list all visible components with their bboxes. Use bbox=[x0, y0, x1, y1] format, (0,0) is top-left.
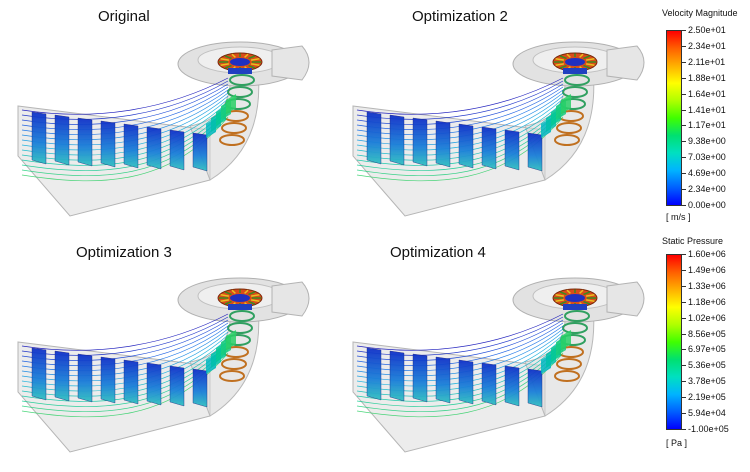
panel-title: Optimization 2 bbox=[412, 8, 508, 25]
tick-label: 1.64e+01 bbox=[688, 88, 726, 99]
panel-optimization-3: Optimization 3 bbox=[0, 236, 320, 468]
tick-mark bbox=[682, 333, 686, 335]
tick-mark bbox=[682, 301, 686, 303]
tick-mark bbox=[682, 77, 686, 79]
tick-label: 1.60e+06 bbox=[688, 249, 726, 259]
tick-label: 9.38e+00 bbox=[688, 136, 726, 147]
tick-label: 2.34e+01 bbox=[688, 40, 726, 51]
legend-unit: [ m/s ] bbox=[666, 212, 691, 222]
draft-tube-render bbox=[352, 277, 645, 453]
tick-label: -1.00e+05 bbox=[688, 424, 729, 434]
tick-label: 2.11e+01 bbox=[688, 56, 726, 67]
tick-label: 5.36e+05 bbox=[688, 360, 726, 371]
legend-pressure: Static Pressure [ Pa ] 1.60e+06 1.49e+06 1… bbox=[656, 232, 750, 468]
tick-label: 1.02e+06 bbox=[688, 312, 726, 323]
tick-mark bbox=[682, 349, 686, 351]
tick-mark bbox=[682, 141, 686, 143]
tick-mark bbox=[682, 45, 686, 47]
tick-mark bbox=[682, 413, 686, 415]
draft-tube-render bbox=[352, 41, 645, 217]
tick-mark bbox=[682, 205, 686, 206]
tick-mark bbox=[682, 93, 686, 95]
tick-mark bbox=[682, 269, 686, 271]
panel-original: Original bbox=[0, 0, 320, 232]
tick-mark bbox=[682, 30, 686, 31]
tick-label: 1.88e+01 bbox=[688, 72, 726, 83]
tick-label: 0.00e+00 bbox=[688, 200, 726, 210]
tick-mark bbox=[682, 254, 686, 255]
tick-mark bbox=[682, 317, 686, 319]
panel-title: Original bbox=[98, 8, 150, 25]
legend-velocity: Velocity Magnitude [ m/s ] 2.50e+01 2.34e… bbox=[656, 0, 750, 232]
tick-label: 2.34e+00 bbox=[688, 184, 726, 195]
tick-mark bbox=[682, 125, 686, 127]
tick-label: 7.03e+00 bbox=[688, 152, 726, 163]
tick-mark bbox=[682, 61, 686, 63]
panel-optimization-4: Optimization 4 bbox=[330, 236, 650, 468]
tick-mark bbox=[682, 173, 686, 175]
tick-mark bbox=[682, 157, 686, 159]
tick-label: 5.94e+04 bbox=[688, 408, 726, 419]
tick-label: 1.41e+01 bbox=[688, 104, 726, 115]
legend-unit: [ Pa ] bbox=[666, 438, 688, 448]
tick-mark bbox=[682, 189, 686, 191]
legend-title: Velocity Magnitude bbox=[662, 8, 738, 18]
draft-tube-render bbox=[17, 277, 310, 453]
tick-label: 1.18e+06 bbox=[688, 296, 726, 307]
tick-label: 8.56e+05 bbox=[688, 328, 726, 339]
colorbar bbox=[666, 30, 682, 206]
panel-optimization-2: Optimization 2 bbox=[330, 0, 650, 232]
legend-title: Static Pressure bbox=[662, 236, 724, 246]
tick-label: 1.33e+06 bbox=[688, 280, 726, 291]
tick-label: 3.78e+05 bbox=[688, 376, 726, 387]
draft-tube-render bbox=[17, 41, 310, 217]
tick-label: 1.17e+01 bbox=[688, 120, 726, 131]
tick-mark bbox=[682, 285, 686, 287]
tick-label: 4.69e+00 bbox=[688, 168, 726, 179]
tick-mark bbox=[682, 381, 686, 383]
tick-mark bbox=[682, 109, 686, 111]
colorbar bbox=[666, 254, 682, 430]
tick-label: 2.19e+05 bbox=[688, 392, 726, 403]
tick-mark bbox=[682, 397, 686, 399]
panel-title: Optimization 4 bbox=[390, 244, 486, 261]
tick-label: 1.49e+06 bbox=[688, 264, 726, 275]
panel-title: Optimization 3 bbox=[76, 244, 172, 261]
tick-label: 2.50e+01 bbox=[688, 25, 726, 35]
tick-label: 6.97e+05 bbox=[688, 344, 726, 355]
tick-mark bbox=[682, 365, 686, 367]
tick-mark bbox=[682, 429, 686, 430]
